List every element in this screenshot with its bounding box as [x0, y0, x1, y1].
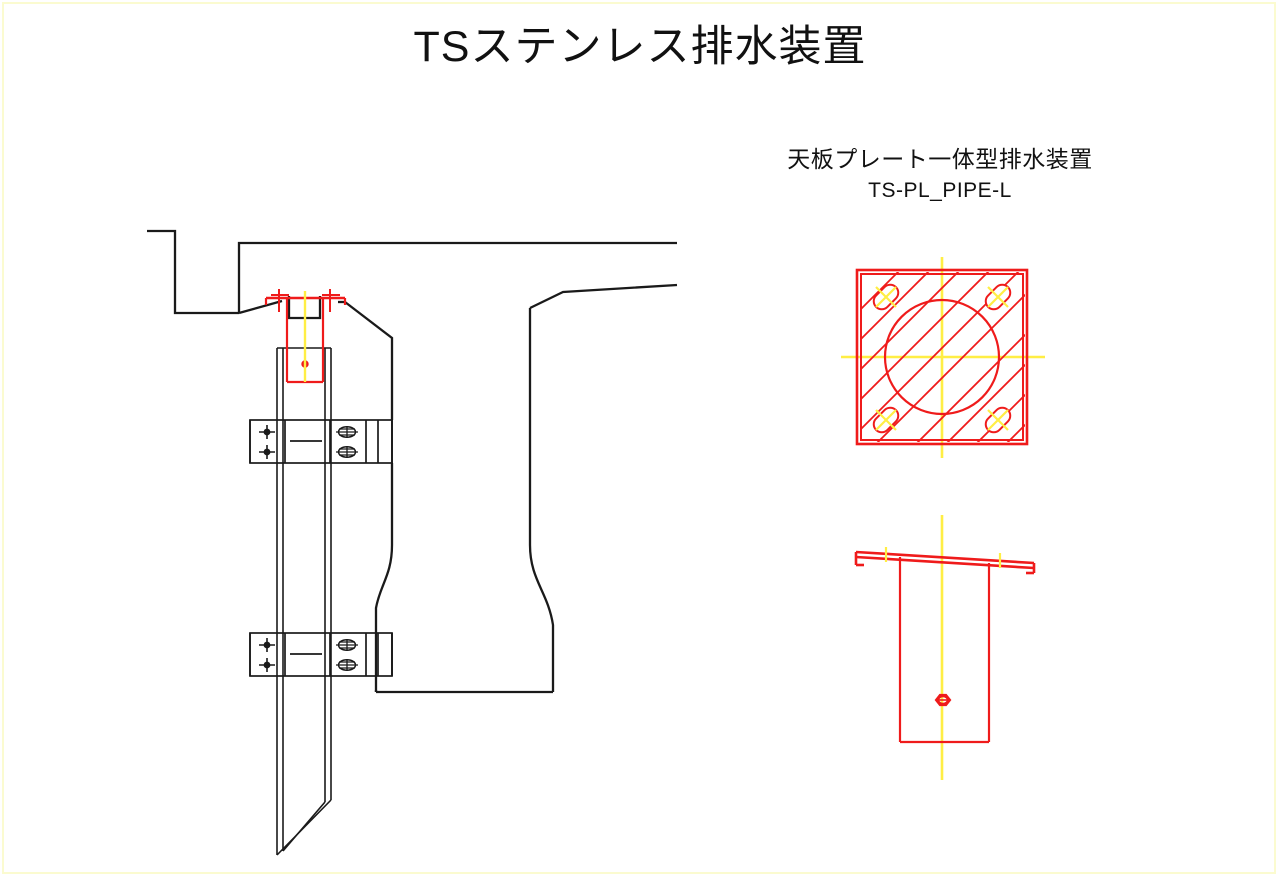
plan-corner-slot-top-right [984, 283, 1012, 311]
bracket-bolt-left-lower [259, 638, 275, 672]
bracket-bolt-right-lower [336, 639, 358, 671]
upper-bracket [249, 419, 393, 464]
drain-pipe-body [276, 347, 332, 856]
insert-slot-ticks [271, 289, 340, 312]
subtitle-block: 天板プレート一体型排水装置 TS-PL_PIPE-L [700, 140, 1180, 203]
subtitle-product-name: 天板プレート一体型排水装置 [787, 146, 1093, 172]
plan-corner-slot-bottom-right [984, 406, 1012, 434]
subtitle-product-code: TS-PL_PIPE-L [868, 179, 1012, 202]
plan-center-hole [883, 298, 1001, 416]
deck-step-outline [147, 229, 677, 315]
plan-corner-slot-top-left [872, 283, 900, 311]
elevation-view-group [854, 515, 1036, 780]
lower-bracket [249, 632, 393, 677]
elevation-pipe-body [898, 557, 991, 744]
girder-right-flank [528, 283, 678, 692]
page-title: TSステンレス排水装置 [413, 23, 867, 71]
drain-shelf-slope [238, 299, 345, 315]
elevation-hex-nut [934, 693, 952, 707]
plan-hatching [860, 272, 1025, 442]
elevation-plate-ticks [884, 547, 1002, 568]
plan-corner-slot-bottom-left [872, 406, 900, 434]
plan-view-group [841, 257, 1045, 458]
bracket-bolt-right-upper [336, 426, 358, 458]
bracket-bolt-left-upper [259, 425, 275, 459]
plan-plate-outline [855, 268, 1029, 446]
section-view-group [147, 229, 678, 856]
elevation-top-plate [854, 550, 1036, 575]
